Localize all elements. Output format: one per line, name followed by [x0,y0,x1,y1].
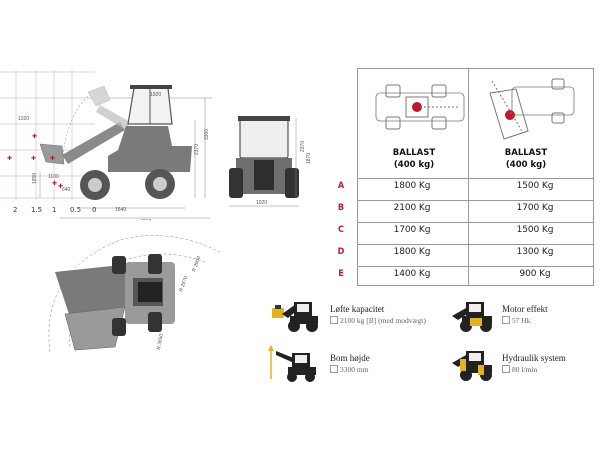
dim-label: 3910 [140,219,151,220]
loader-straight-topview-icon [375,84,465,130]
row-label: C [338,225,344,235]
svg-text:✚: ✚ [7,155,12,162]
scale-label: 1 [52,206,57,214]
dim-label: 1100 [48,174,59,180]
row-label: A [337,181,345,191]
header-line: (400 kg) [505,160,547,170]
table-cell: 1500 Kg [516,225,554,235]
dim-label: 1020 [256,200,267,206]
spec-value: 80 l/min [502,365,537,374]
dim-label: 1920 [150,92,161,98]
dim-label: R 3650 [156,333,165,350]
svg-text:✚: ✚ [58,183,63,190]
dim-label: 1640 [115,207,126,213]
loader-boom-height-icon [268,345,316,382]
table-cell: 1500 Kg [516,181,554,191]
table-cell: 1400 Kg [393,269,431,279]
side-view-drawing: ✚✚ ✚✚ ✚✚ 1920 3300 2370 1640 3910 1850 1… [0,70,212,220]
loader-turned-topview-icon [489,78,575,140]
scale-label: 0 [92,206,97,214]
spec-title: Løfte kapacitet [330,304,385,314]
row-label: E [338,269,344,279]
column-header: BALLAST (400 kg) [358,147,470,171]
spec-title: Hydraulik system [502,353,566,363]
scale-label: 1.5 [31,206,43,214]
spec-title: Bom højde [330,353,370,363]
table-cell: 2100 Kg [393,203,431,213]
svg-text:✚: ✚ [32,133,37,140]
table-cell: 1800 Kg [393,247,431,257]
spec-value: 3300 mm [330,365,369,374]
row-label: B [337,203,345,213]
column-header: BALLAST (400 kg) [470,147,582,171]
row-label: D [337,247,345,257]
dim-label: 640 [62,187,71,193]
dim-label: 1320 [18,116,29,122]
spec-value: 2100 kg [B] (med modvægt) [330,316,426,325]
svg-text:✚: ✚ [31,155,36,162]
load-capacity-table: BALLAST (400 kg) BALLAST (400 kg) [357,68,594,286]
dim-label: R 2800 [191,255,202,272]
dim-label: 2370 [194,144,200,155]
table-cell: 1700 Kg [516,203,554,213]
loader-hydraulic-icon [452,351,492,381]
header-line: BALLAST [504,148,548,158]
dim-label: R 2970 [178,275,189,292]
spec-title: Motor effekt [502,304,548,314]
top-view-drawing: R 2800 R 2970 R 3650 [48,235,221,353]
table-cell: 1300 Kg [516,247,554,257]
dim-label: 1850 [32,173,38,184]
table-cell: 1700 Kg [393,225,431,235]
spec-value: 57 Hk [502,316,531,325]
dim-label: 3300 [204,129,210,140]
dim-label: 2370 [300,141,306,152]
scale-label: 2 [13,206,18,214]
loader-engine-icon [452,302,492,332]
front-view-drawing: 2370 1870 1020 [229,116,312,207]
svg-text:✚: ✚ [52,180,57,187]
loader-weight-icon [272,302,318,332]
table-cell: 1800 Kg [393,181,431,191]
scale-label: 0.5 [70,206,82,214]
header-line: (400 kg) [393,160,435,170]
svg-text:✚: ✚ [50,155,55,162]
table-cell: 900 Kg [519,269,551,279]
dim-label: 1870 [306,153,312,164]
header-line: BALLAST [392,148,436,158]
